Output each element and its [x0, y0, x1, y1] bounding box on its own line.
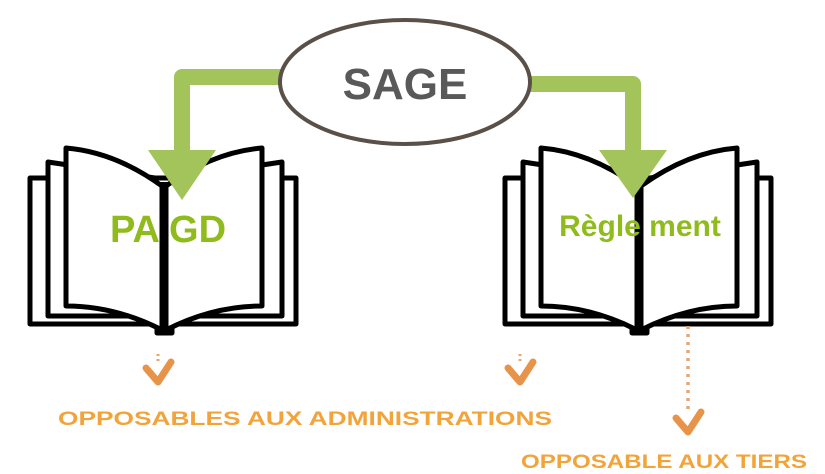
chevron-down-icon: [504, 354, 537, 386]
document-label-reglement: Règle ment: [559, 210, 721, 243]
effect-label-tiers: OPPOSABLE AUX TIERS: [521, 451, 807, 473]
document-label-pagd: PA GD: [110, 209, 226, 251]
curved-arrow: [520, 76, 667, 198]
chevron-down-icon: [142, 354, 175, 386]
sage-ellipse: [278, 18, 532, 146]
chevron-down-icon: [672, 326, 705, 436]
effect-label-administrations: OPPOSABLES AUX ADMINISTRATIONS: [58, 408, 552, 430]
root-label: SAGE: [343, 60, 468, 109]
open-book-icon: [502, 145, 774, 336]
curved-arrow: [148, 69, 300, 200]
open-book-icon: [27, 145, 299, 336]
